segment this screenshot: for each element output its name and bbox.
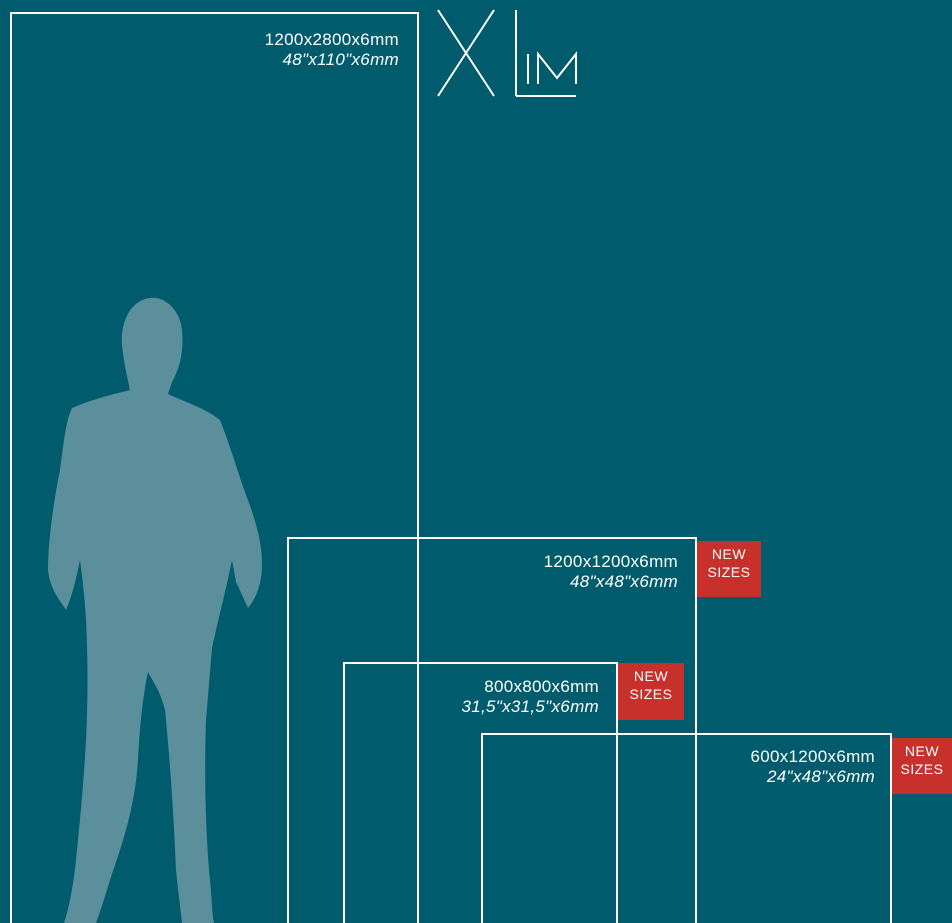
size-label-600x1200: 600x1200x6mm 24"x48"x6mm bbox=[750, 747, 875, 788]
xlim-logo-icon: X L IM bbox=[437, 9, 577, 97]
imperial-size: 31,5"x31,5"x6mm bbox=[461, 697, 599, 717]
imperial-size: 48"x110"x6mm bbox=[282, 50, 399, 70]
metric-size: 1200x2800x6mm bbox=[264, 30, 399, 49]
imperial-size: 48"x48"x6mm bbox=[570, 572, 678, 592]
badge-line-2: SIZES bbox=[707, 564, 751, 581]
badge-line-1: NEW bbox=[633, 668, 669, 684]
frame-600x1200 bbox=[481, 733, 892, 923]
badge-line-1: NEW bbox=[711, 546, 747, 562]
badge-line-2: SIZES bbox=[629, 686, 673, 703]
imperial-size: 24"x48"x6mm bbox=[767, 767, 875, 787]
silhouette-shape bbox=[48, 297, 262, 923]
size-label-1200x2800: 1200x2800x6mm 48"x110"x6mm bbox=[265, 30, 399, 71]
frame-800x800 bbox=[343, 662, 618, 923]
new-sizes-badge: NEW SIZES bbox=[892, 738, 952, 794]
size-label-800x800: 800x800x6mm 31,5"x31,5"x6mm bbox=[461, 677, 599, 718]
frame-1200x1200 bbox=[287, 537, 697, 923]
badge-line-1: NEW bbox=[904, 743, 940, 759]
metric-size: 800x800x6mm bbox=[484, 677, 599, 696]
new-sizes-badge: NEW SIZES bbox=[618, 663, 684, 720]
metric-size: 1200x1200x6mm bbox=[543, 552, 678, 571]
new-sizes-badge: NEW SIZES bbox=[697, 541, 761, 597]
badge-line-2: SIZES bbox=[900, 761, 944, 778]
frame-1200x2800 bbox=[10, 12, 419, 923]
size-label-1200x1200: 1200x1200x6mm 48"x48"x6mm bbox=[544, 552, 678, 593]
logo-big-letter: X bbox=[466, 69, 467, 71]
metric-size: 600x1200x6mm bbox=[750, 747, 875, 766]
